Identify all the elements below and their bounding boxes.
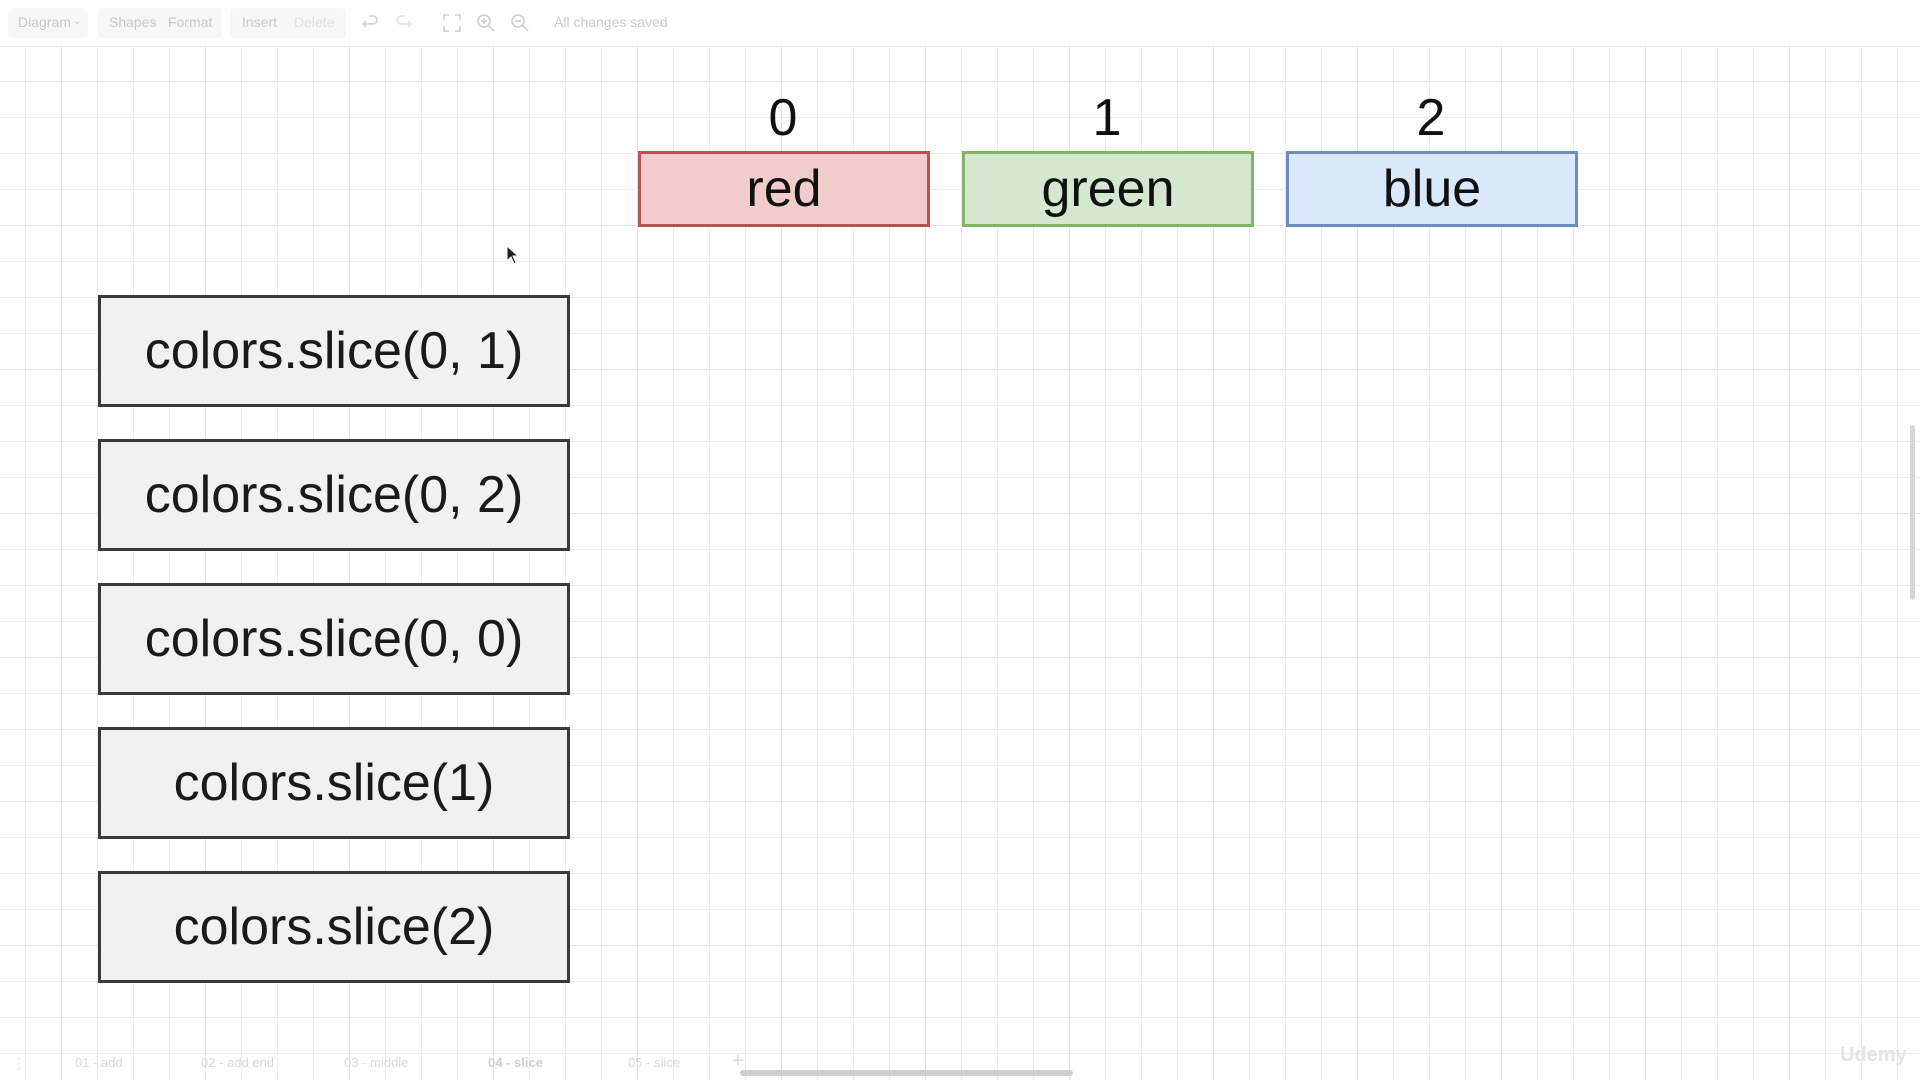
menu-delete[interactable]: Delete [294, 14, 335, 30]
shapes-format-group [98, 8, 222, 38]
slice-box-0-1[interactable]: colors.slice(0, 1) [98, 295, 570, 407]
array-cell-red[interactable]: red [638, 151, 930, 227]
redo-icon[interactable] [394, 13, 414, 33]
horizontal-scrollbar[interactable] [740, 1070, 1073, 1076]
tab-01-add[interactable]: 01 - add [75, 1055, 123, 1070]
menu-insert[interactable]: Insert [242, 14, 278, 30]
diagram-menu-group [8, 8, 88, 38]
slice-expression: colors.slice(0, 1) [144, 322, 524, 380]
tabs-menu-icon[interactable]: ⋮ [12, 1055, 26, 1071]
array-cell-label: red [746, 160, 822, 218]
udemy-watermark: Udemy [1840, 1044, 1907, 1066]
array-cell-label: blue [1382, 160, 1482, 218]
fullscreen-icon[interactable] [442, 13, 462, 33]
array-index-0: 0 [768, 89, 798, 147]
zoom-out-icon[interactable] [510, 13, 530, 33]
tab-04-slice[interactable]: 04 - slice [488, 1055, 543, 1070]
slice-box-2[interactable]: colors.slice(2) [98, 871, 570, 983]
zoom-in-icon[interactable] [476, 13, 496, 33]
slice-box-0-0[interactable]: colors.slice(0, 0) [98, 583, 570, 695]
menu-diagram[interactable]: Diagram [18, 14, 71, 30]
slice-expression: colors.slice(2) [173, 898, 495, 956]
menu-format[interactable]: Format [168, 14, 213, 30]
array-cell-label: green [1041, 160, 1175, 218]
array-cell-blue[interactable]: blue [1286, 151, 1578, 227]
slice-expression: colors.slice(0, 0) [144, 610, 524, 668]
slice-box-0-2[interactable]: colors.slice(0, 2) [98, 439, 570, 551]
insert-delete-group [230, 8, 346, 38]
page-tabs: ⋮ 01 - add 02 - add end 03 - middle 04 -… [0, 1050, 1920, 1080]
undo-icon[interactable] [360, 13, 380, 33]
tab-03-middle[interactable]: 03 - middle [344, 1055, 409, 1070]
tab-02-add-end[interactable]: 02 - add end [201, 1055, 275, 1070]
slice-expression: colors.slice(1) [173, 754, 495, 812]
tab-05-slice[interactable]: 05 - slice [628, 1055, 681, 1070]
mouse-cursor-icon [506, 244, 520, 267]
array-cell-green[interactable]: green [962, 151, 1254, 227]
save-status: All changes saved [554, 14, 668, 30]
menu-shapes[interactable]: Shapes [109, 14, 157, 30]
chevron-down-icon[interactable]: ⌄ [73, 16, 82, 27]
vertical-scrollbar[interactable] [1910, 425, 1915, 600]
add-page-icon[interactable]: + [732, 1050, 744, 1072]
slice-box-1[interactable]: colors.slice(1) [98, 727, 570, 839]
array-index-2: 2 [1416, 89, 1446, 147]
array-index-1: 1 [1092, 89, 1122, 147]
slice-expression: colors.slice(0, 2) [144, 466, 524, 524]
toolbar: Diagram ⌄ Shapes Format Insert Delete Al… [0, 0, 1920, 47]
